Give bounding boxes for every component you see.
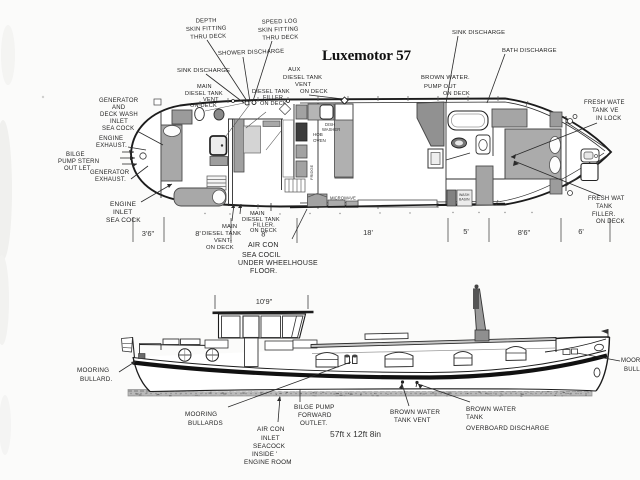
svg-text:SKIN FITTING: SKIN FITTING <box>258 27 299 34</box>
svg-text:SKIN FITTING: SKIN FITTING <box>186 26 227 33</box>
svg-text:ON DECK: ON DECK <box>260 101 287 107</box>
svg-text:SEA COCIL: SEA COCIL <box>242 252 281 259</box>
svg-text:ON DECK: ON DECK <box>206 245 234 251</box>
svg-text:SPEED LOG: SPEED LOG <box>262 19 298 26</box>
svg-text:18': 18' <box>363 228 373 237</box>
svg-text:8': 8' <box>195 229 201 238</box>
svg-text:57ft x 12ft 8in: 57ft x 12ft 8in <box>330 429 381 439</box>
svg-text:SHOWER DISCHARGE: SHOWER DISCHARGE <box>218 49 285 57</box>
svg-text:DIESEL TANK: DIESEL TANK <box>185 91 223 97</box>
svg-text:10'9": 10'9" <box>256 297 273 306</box>
svg-text:ON DECK: ON DECK <box>300 89 328 95</box>
svg-text:HOB: HOB <box>313 132 323 137</box>
svg-text:FRESH WAT: FRESH WAT <box>588 196 625 202</box>
svg-text:ON DECK: ON DECK <box>190 103 217 109</box>
svg-text:THRU DECK: THRU DECK <box>190 34 226 41</box>
svg-text:FILLER.: FILLER. <box>592 212 616 218</box>
svg-text:WASHER: WASHER <box>322 127 340 132</box>
svg-text:8'6": 8'6" <box>518 228 531 237</box>
svg-text:INSIDE ': INSIDE ' <box>252 451 278 458</box>
svg-text:MOORING: MOORING <box>185 411 217 418</box>
svg-text:EXHAUST.: EXHAUST. <box>96 143 127 149</box>
svg-text:BULLARD.: BULLARD. <box>80 376 112 383</box>
svg-text:UNDER WHEELHOUSE: UNDER WHEELHOUSE <box>238 260 318 267</box>
svg-text:DIESEL TANK: DIESEL TANK <box>202 231 241 237</box>
svg-text:DIESEL TANK: DIESEL TANK <box>242 217 280 223</box>
svg-text:TANK: TANK <box>596 204 612 210</box>
svg-text:MAIN: MAIN <box>222 224 237 230</box>
svg-text:INLET: INLET <box>261 435 280 442</box>
svg-text:BROWN WATER: BROWN WATER <box>466 406 516 413</box>
svg-text:FLOOR.: FLOOR. <box>250 268 277 275</box>
svg-text:ENGINE ROOM: ENGINE ROOM <box>244 459 292 466</box>
svg-text:BROWN WATER: BROWN WATER <box>390 409 440 416</box>
svg-text:6': 6' <box>578 227 584 236</box>
svg-text:OVEN: OVEN <box>313 138 326 143</box>
svg-text:MOORING: MOORING <box>77 367 109 374</box>
svg-text:ENGINE: ENGINE <box>99 136 123 142</box>
svg-text:OUTLET.: OUTLET. <box>300 420 327 427</box>
svg-text:AIR CON: AIR CON <box>257 426 285 433</box>
svg-text:ENGINE: ENGINE <box>110 201 137 208</box>
svg-text:EXHAUST.: EXHAUST. <box>95 177 126 183</box>
svg-text:BILGE PUMP: BILGE PUMP <box>294 404 335 411</box>
svg-text:MAIN: MAIN <box>250 211 265 217</box>
svg-text:BATH DISCHARGE: BATH DISCHARGE <box>502 48 557 54</box>
svg-text:AUX: AUX <box>288 67 301 73</box>
svg-text:OVERBOARD DISCHARGE: OVERBOARD DISCHARGE <box>466 425 549 432</box>
svg-text:OUT LET: OUT LET <box>64 166 91 172</box>
svg-text:FRIDGE: FRIDGE <box>309 165 314 180</box>
svg-text:IN LOCK: IN LOCK <box>596 116 621 122</box>
svg-text:ON DECK: ON DECK <box>596 219 625 225</box>
svg-text:8': 8' <box>261 230 267 239</box>
svg-text:BULLARDS: BULLARDS <box>188 420 223 427</box>
svg-text:FORWARD: FORWARD <box>298 412 332 419</box>
svg-text:ON DECK: ON DECK <box>443 91 470 97</box>
svg-text:SINK DISCHARGE: SINK DISCHARGE <box>452 30 505 36</box>
svg-text:ON DECK: ON DECK <box>250 228 277 234</box>
svg-text:FILLER.: FILLER. <box>253 223 275 229</box>
svg-text:FRESH WATE: FRESH WATE <box>584 100 625 106</box>
svg-text:DIESEL TANK: DIESEL TANK <box>252 89 290 95</box>
svg-text:SEA COCK: SEA COCK <box>102 126 134 132</box>
svg-text:VENT: VENT <box>203 97 219 103</box>
svg-text:DECK WASH: DECK WASH <box>100 112 138 118</box>
svg-text:DEPTH: DEPTH <box>196 18 217 25</box>
svg-text:FILLER.: FILLER. <box>263 95 285 101</box>
svg-text:INLET: INLET <box>113 209 132 216</box>
svg-text:BILGE: BILGE <box>66 152 85 158</box>
svg-text:GENERATOR: GENERATOR <box>90 170 130 176</box>
svg-text:BULLAR: BULLAR <box>624 367 640 373</box>
svg-text:BASIN: BASIN <box>459 198 470 202</box>
svg-text:VENT-: VENT- <box>214 238 232 244</box>
svg-text:MICROWAVE: MICROWAVE <box>330 196 356 201</box>
svg-text:GENERATOR: GENERATOR <box>99 98 139 104</box>
svg-text:BROWN WATER.: BROWN WATER. <box>421 75 470 81</box>
svg-text:PUMP OUT: PUMP OUT <box>424 84 457 90</box>
svg-text:THRU DECK: THRU DECK <box>262 35 298 42</box>
svg-text:AND: AND <box>112 105 126 111</box>
svg-text:PUMP STERN: PUMP STERN <box>58 159 99 165</box>
svg-text:TANK VENT: TANK VENT <box>394 417 431 424</box>
svg-text:5': 5' <box>463 227 469 236</box>
svg-text:TANK VE: TANK VE <box>592 108 619 114</box>
svg-text:SEACOCK: SEACOCK <box>253 443 286 450</box>
svg-text:3'6": 3'6" <box>142 229 155 238</box>
svg-text:VENT: VENT <box>295 82 312 88</box>
svg-text:WASH: WASH <box>459 193 470 197</box>
svg-text:DIESEL TANK: DIESEL TANK <box>283 75 322 81</box>
svg-text:SEA COCK: SEA COCK <box>106 217 141 224</box>
svg-text:Luxemotor 57: Luxemotor 57 <box>322 47 411 64</box>
svg-text:AIR CON: AIR CON <box>248 242 279 249</box>
svg-text:SINK DISCHARGE: SINK DISCHARGE <box>177 68 230 74</box>
svg-text:DISH: DISH <box>325 122 335 127</box>
svg-text:MAIN: MAIN <box>197 84 212 90</box>
svg-text:INLET: INLET <box>110 119 128 125</box>
svg-text:TANK: TANK <box>466 414 484 421</box>
svg-text:MOORIN: MOORIN <box>621 358 640 364</box>
